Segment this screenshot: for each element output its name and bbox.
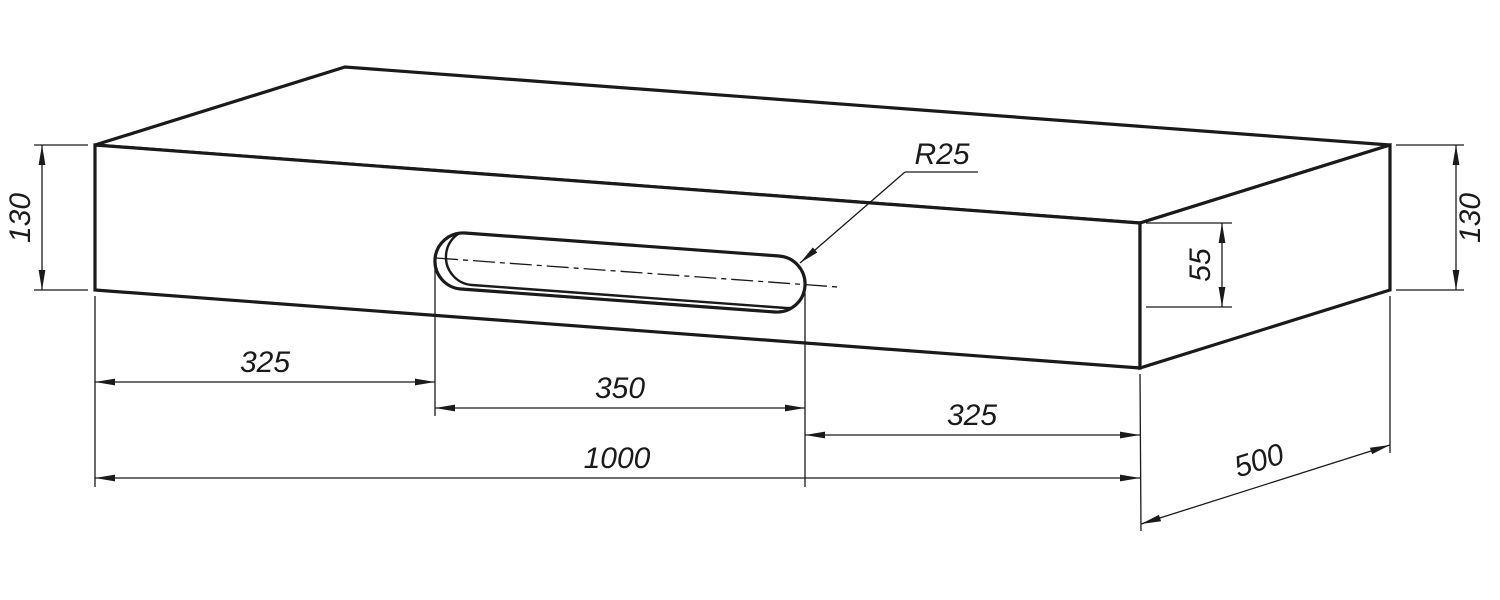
- part-outline: [93, 65, 1392, 371]
- slot: [433, 231, 839, 314]
- extension-line: [1139, 373, 1142, 532]
- dim-label-offset-right: 325: [947, 399, 997, 432]
- dim-label-slot-length: 350: [595, 372, 645, 405]
- leader-line: [799, 171, 906, 264]
- dimension-line-overall-width: [1140, 444, 1391, 525]
- dim-label-slot-offset: 55: [1184, 248, 1217, 282]
- slot-inner-edge: [444, 232, 806, 310]
- dim-label-overall-length: 1000: [584, 442, 651, 475]
- dimension-lines: [38, 145, 1460, 525]
- slot-outline: [433, 231, 807, 314]
- dim-label-offset-left: 325: [240, 346, 290, 379]
- right-face: [1138, 142, 1392, 371]
- radius-leader: [799, 171, 978, 264]
- slot-floor-outline: [444, 232, 806, 310]
- dim-label-slot-radius: R25: [914, 138, 969, 171]
- dim-label-height-right: 130: [1454, 193, 1487, 243]
- slot-centerline: [435, 257, 839, 288]
- dim-label-overall-width: 500: [1230, 438, 1288, 485]
- dimension-labels: 130 130 55 325 350 325 1000 500 R25: [4, 138, 1487, 484]
- dim-label-height-left: 130: [4, 193, 37, 243]
